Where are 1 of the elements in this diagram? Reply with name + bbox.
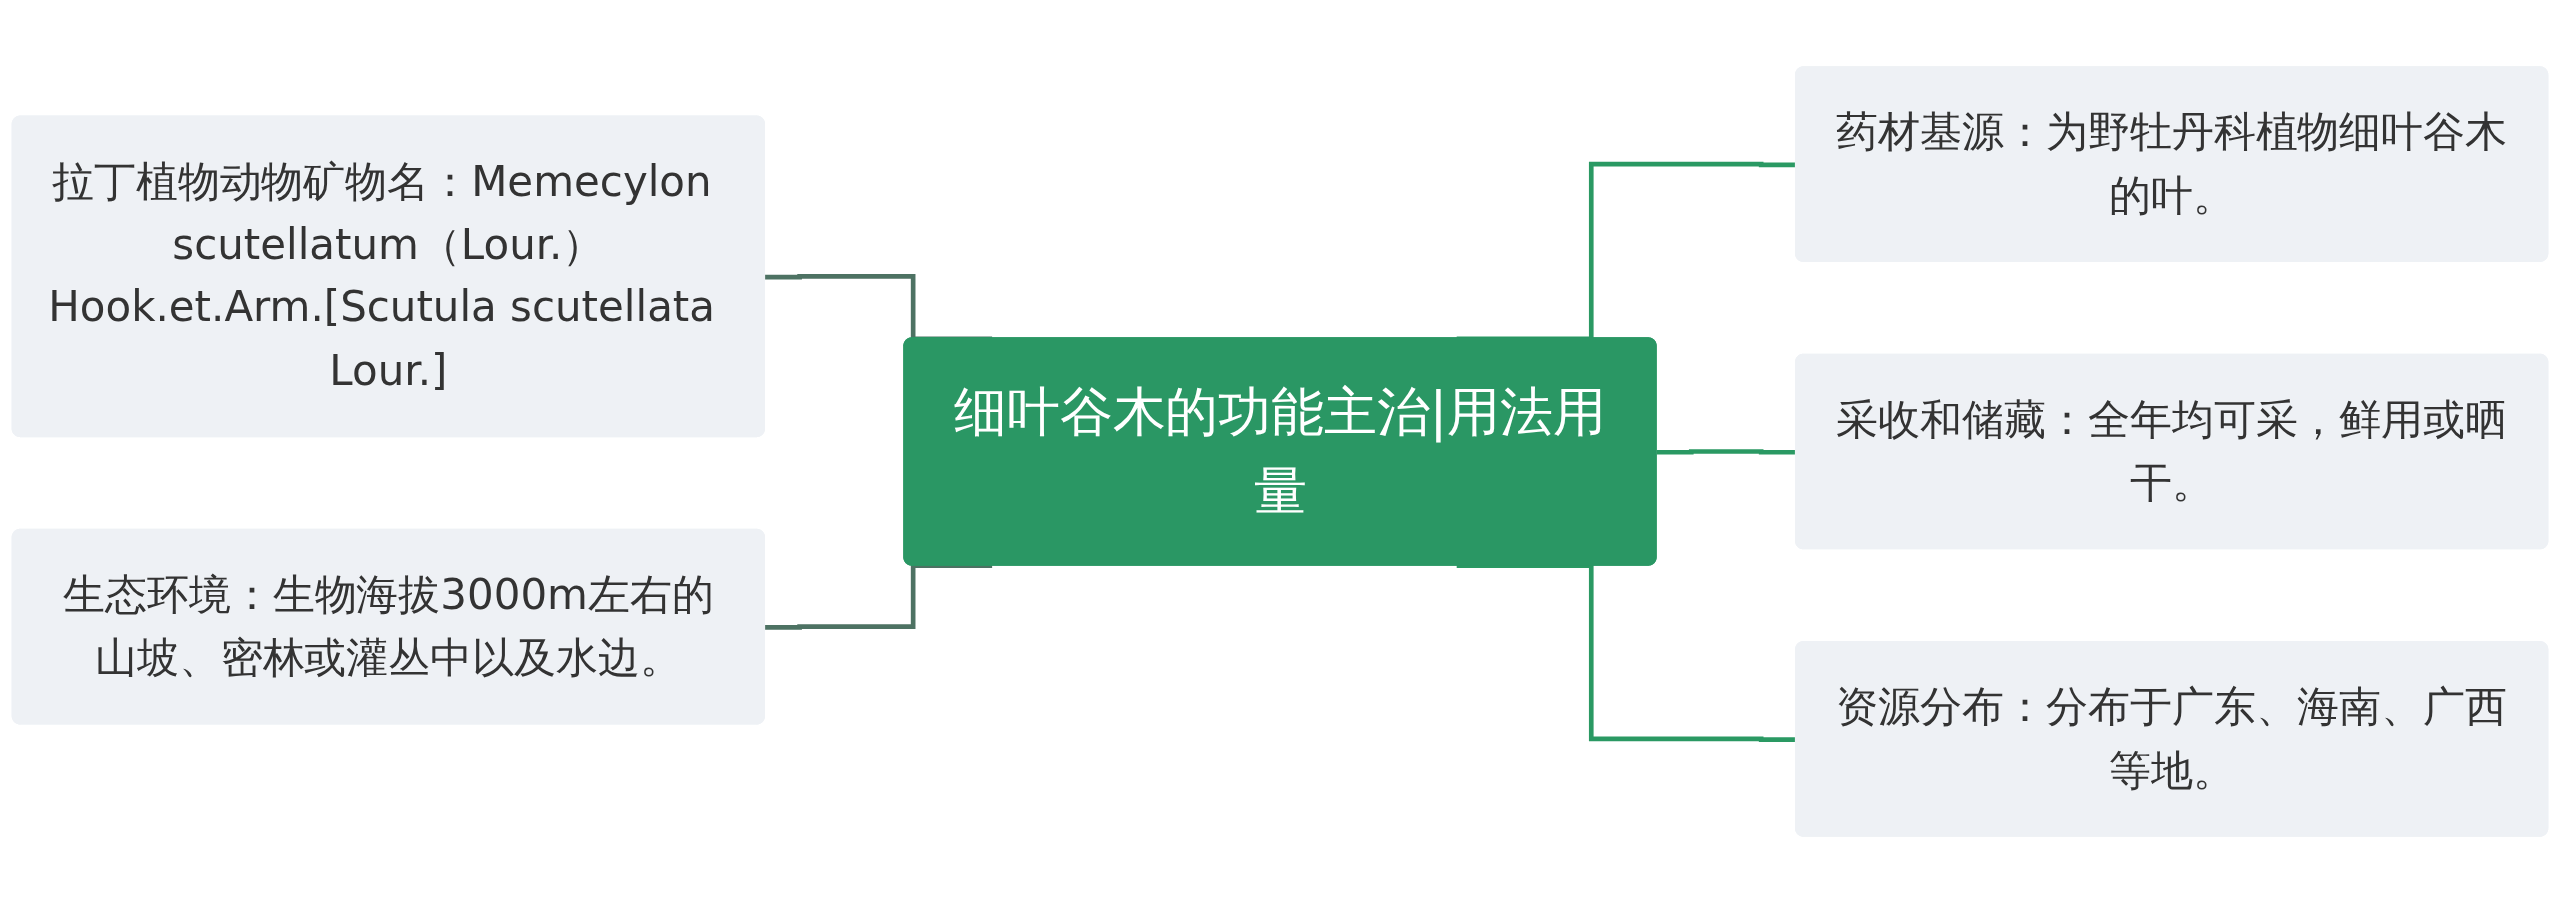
connector [765,563,993,630]
